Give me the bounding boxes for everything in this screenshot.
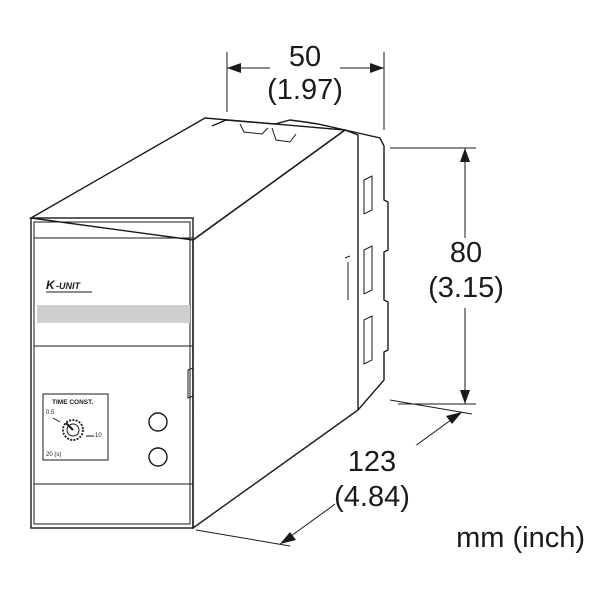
time-constant-dial[interactable] — [62, 419, 84, 441]
dial-min-label: 0.5 — [46, 410, 55, 416]
width-dimension: 50 (1.97) — [226, 40, 385, 130]
rear-socket — [344, 129, 389, 411]
dial-scale-start — [52, 417, 61, 423]
side-latch — [187, 367, 194, 399]
side-mark — [344, 255, 351, 259]
height-dimension: 80 (3.15) — [390, 147, 506, 405]
width-arrow-left — [227, 63, 241, 73]
socket-slot-1 — [363, 175, 373, 215]
width-arrow-right — [370, 63, 384, 73]
depth-inch: (4.84) — [334, 481, 410, 513]
height-inch: (3.15) — [428, 272, 504, 304]
width-mm: 50 — [289, 41, 321, 73]
indicator-led-bottom — [148, 447, 168, 467]
depth-mm: 123 — [348, 446, 396, 478]
dial-title: TIME CONST. — [52, 399, 93, 406]
socket-slot-2 — [363, 245, 373, 295]
width-inch: (1.97) — [267, 74, 343, 106]
top-clip — [211, 119, 346, 131]
depth-dimension: 123 (4.84) — [195, 399, 473, 547]
depth-arrow-front — [280, 532, 296, 544]
height-label-bg — [428, 238, 506, 308]
front-panel — [33, 221, 191, 525]
brand-prefix: K — [46, 278, 56, 292]
housing-front-face — [30, 217, 194, 529]
width-label-bg — [270, 40, 340, 106]
depth-label-bg — [335, 445, 417, 515]
socket-slot-3 — [363, 315, 373, 365]
housing-side-face — [192, 129, 359, 530]
label-strip — [37, 305, 190, 323]
depth-extension-rear — [389, 399, 473, 415]
depth-extension-front — [195, 529, 291, 547]
indicator-led-top — [148, 412, 168, 432]
units-label: mm (inch) — [456, 522, 585, 554]
height-arrow-top — [460, 148, 470, 162]
dial-panel — [42, 393, 109, 461]
height-arrow-bottom — [460, 390, 470, 404]
height-mm: 80 — [450, 237, 482, 269]
dial-range-label: 20 (s) — [46, 452, 61, 458]
top-clip-detail — [239, 123, 297, 143]
brand-suffix: -UNIT — [56, 281, 81, 291]
dial-max-label: 10 — [95, 433, 102, 439]
depth-arrow-rear — [446, 412, 462, 424]
